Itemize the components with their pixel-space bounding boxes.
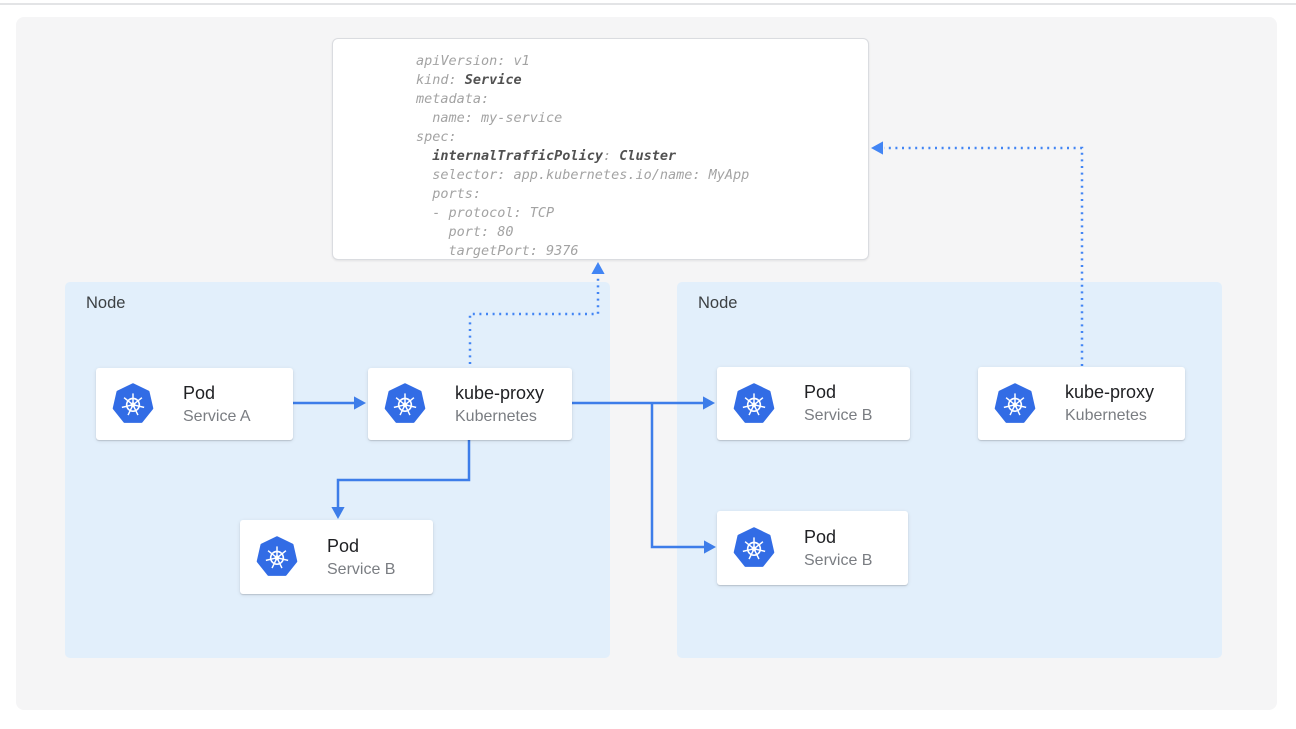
card-pod-service-b-right-top: Pod Service B xyxy=(717,367,910,440)
node-box-left: Node xyxy=(65,282,610,658)
card-title: Pod xyxy=(804,382,837,402)
kubernetes-icon xyxy=(384,383,426,423)
card-title: kube-proxy xyxy=(455,382,545,403)
node-label: Node xyxy=(698,294,738,312)
kubernetes-icon xyxy=(733,382,775,423)
kubernetes-icon xyxy=(994,382,1036,423)
node-box-right: Node xyxy=(677,282,1222,658)
kubernetes-icon xyxy=(733,527,775,567)
card-title: Pod xyxy=(183,382,216,403)
card-title: kube-proxy xyxy=(1065,382,1155,402)
card-kube-proxy-left: kube-proxy Kubernetes xyxy=(368,368,572,440)
card-subtitle: Service A xyxy=(183,407,251,425)
card-kube-proxy-right: kube-proxy Kubernetes xyxy=(978,367,1185,440)
card-subtitle: Kubernetes xyxy=(455,407,537,425)
card-pod-service-b-right-bottom: Pod Service B xyxy=(717,511,908,585)
card-title: Pod xyxy=(327,535,360,556)
card-pod-service-a: Pod Service A xyxy=(96,368,293,440)
node-label: Node xyxy=(86,294,126,312)
card-subtitle: Kubernetes xyxy=(1065,407,1147,424)
card-subtitle: Service B xyxy=(804,551,873,569)
card-pod-service-b-left: Pod Service B xyxy=(240,520,433,594)
card-title: Pod xyxy=(804,526,837,547)
card-subtitle: Service B xyxy=(327,560,396,578)
page-top-divider xyxy=(0,3,1296,5)
kubernetes-icon xyxy=(256,536,298,576)
card-subtitle: Service B xyxy=(804,407,873,424)
kubernetes-icon xyxy=(112,383,154,423)
